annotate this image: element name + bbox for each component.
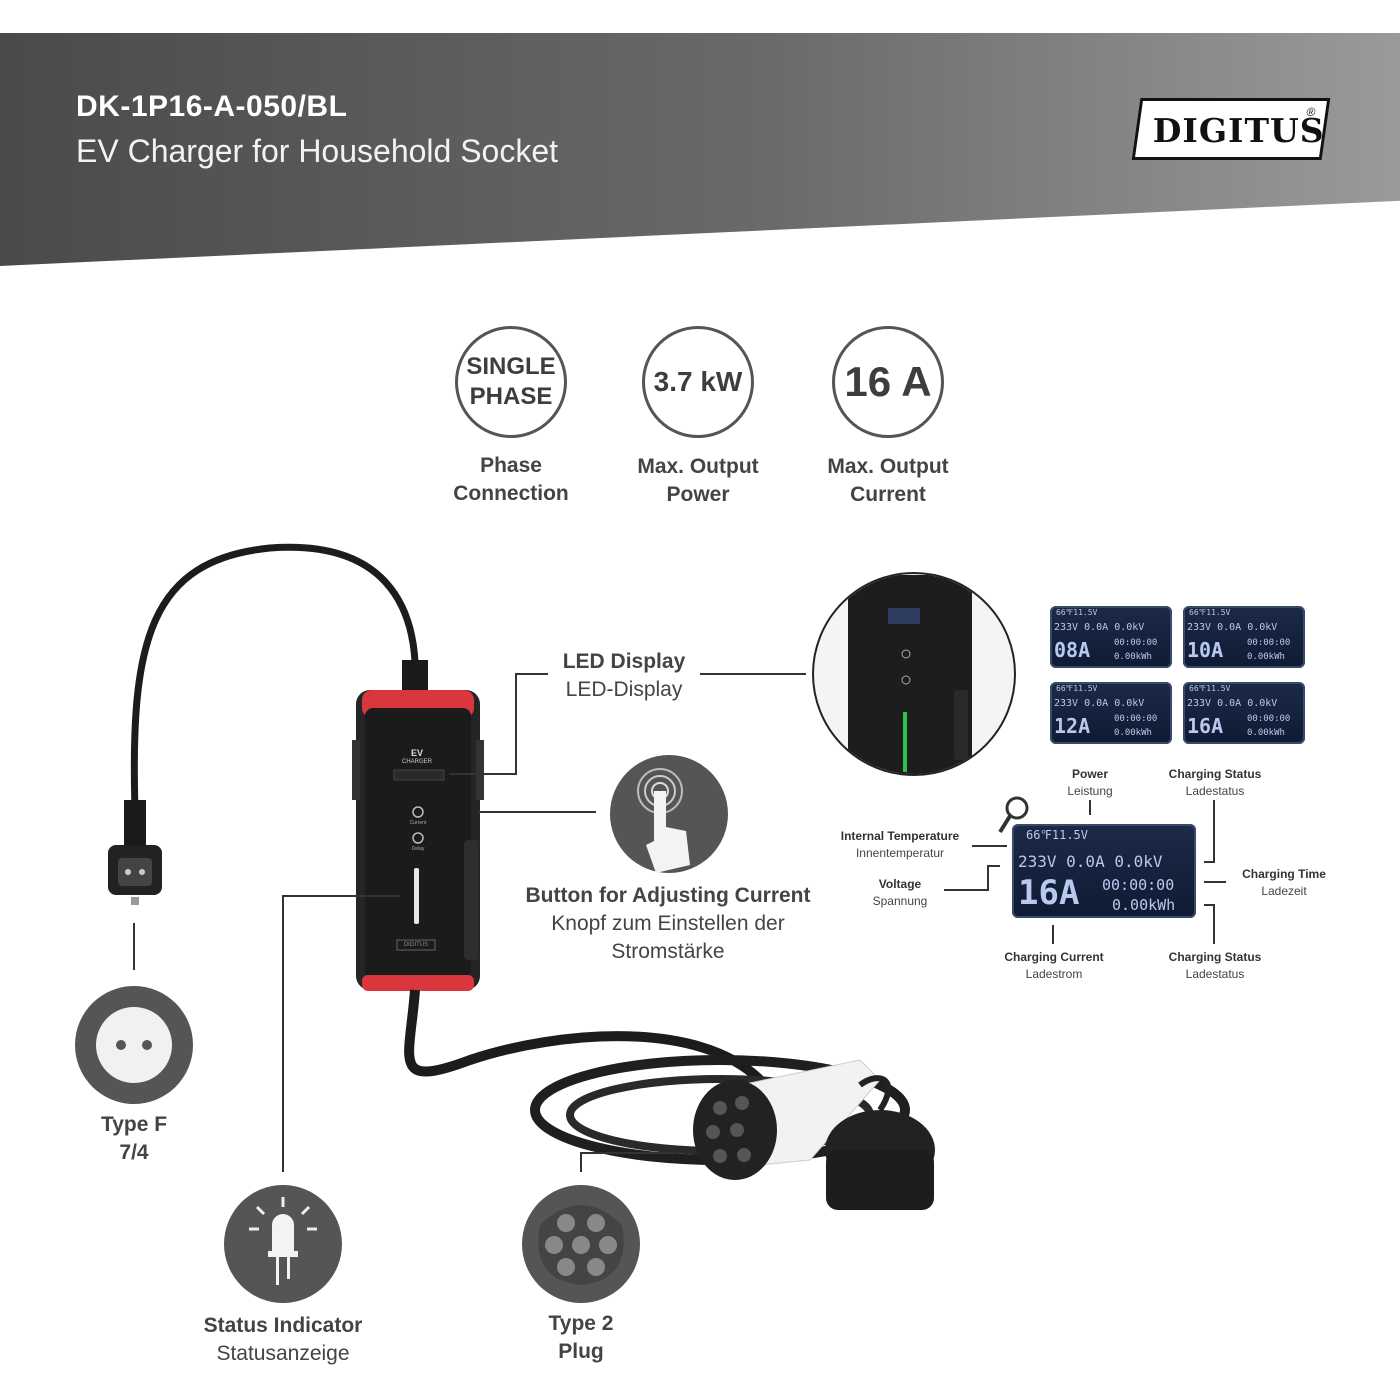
spec-current-circle: 16 A <box>832 326 944 438</box>
spec-current-value: 16 A <box>844 358 932 405</box>
type2-plug-icon <box>522 1185 640 1303</box>
lcd-big: 10A <box>1187 638 1224 662</box>
product-subtitle: EV Charger for Household Socket <box>76 133 559 169</box>
lcd-top: 66℉11.5V <box>1189 608 1231 617</box>
lcd-label-status-bottom: Charging Status <box>1168 950 1262 964</box>
lcd-row3: 0.00kWh <box>1114 652 1152 662</box>
device-subtitle: CHARGER <box>401 759 432 765</box>
lcd-screen-16a: 66℉11.5V 233V 0.0A 0.0kV 16A 00:00:00 0.… <box>1183 682 1305 744</box>
device-brand: DIGITUS <box>403 942 429 948</box>
led-display-callout-line <box>449 673 548 775</box>
device-title: EV <box>410 748 423 758</box>
lcd-label-current: Charging Current <box>1004 950 1104 964</box>
led-display-label-de: LED-Display <box>565 678 683 701</box>
device-btn-current: Current <box>409 820 427 826</box>
typef-label-2: 7/4 <box>119 1141 149 1164</box>
lcd-main-row2: 00:00:00 <box>1102 876 1175 894</box>
lcd-row1: 233V 0.0A 0.0kV <box>1054 622 1145 633</box>
spec-phase-line2: PHASE <box>469 383 553 410</box>
type2-label-1: Type 2 <box>548 1312 614 1335</box>
lcd-row3: 0.00kWh <box>1247 728 1285 738</box>
lcd-label-time: Charging Time <box>1242 867 1326 881</box>
spec-power-label-2: Power <box>666 483 730 506</box>
model-number: DK-1P16-A-050/BL <box>76 90 348 123</box>
lcd-row2: 00:00:00 <box>1114 714 1158 724</box>
supply-cable <box>130 543 419 811</box>
led-display-label: LED Display <box>562 650 686 673</box>
device-btn-delay: Delay <box>411 846 425 852</box>
plug-strain-relief <box>124 800 146 848</box>
lcd-row1: 233V 0.0A 0.0kV <box>1054 698 1145 709</box>
type2-label-2: Plug <box>558 1340 604 1363</box>
lcd-row2: 00:00:00 <box>1114 638 1158 648</box>
lcd-row2: 00:00:00 <box>1247 714 1291 724</box>
lcd-row2: 00:00:00 <box>1247 638 1291 648</box>
spec-phase-line1: SINGLE <box>466 353 556 380</box>
charger-status-led <box>414 868 419 924</box>
lcd-main-top: 66℉11.5V <box>1026 828 1088 842</box>
button-label-de-1: Knopf zum Einstellen der <box>551 912 785 935</box>
lcd-main-row1: 233V 0.0A 0.0kV <box>1018 852 1163 871</box>
button-label: Button for Adjusting Current <box>525 884 811 907</box>
lcd-main-screen: 66℉11.5V 233V 0.0A 0.0kV 16A 00:00:00 0.… <box>1012 824 1196 918</box>
spec-power-value: 3.7 kW <box>653 366 743 397</box>
spec-phase-label-1: Phase <box>480 454 542 477</box>
lcd-screen-12a: 66℉11.5V 233V 0.0A 0.0kV 12A 00:00:00 0.… <box>1050 682 1172 744</box>
lcd-label-status-bottom-de: Ladestatus <box>1185 967 1245 981</box>
lcd-big: 08A <box>1054 638 1091 662</box>
lcd-row3: 0.00kWh <box>1247 652 1285 662</box>
lcd-label-current-de: Ladestrom <box>1025 967 1083 981</box>
charger-bottom-cap <box>362 975 474 991</box>
lcd-label-status-top: Charging Status <box>1168 767 1262 781</box>
lcd-big: 16A <box>1187 714 1224 738</box>
lcd-label-voltage: Voltage <box>878 877 922 891</box>
lcd-top: 66℉11.5V <box>1056 608 1098 617</box>
status-label-de: Statusanzeige <box>216 1342 350 1365</box>
lcd-label-power-de: Leistung <box>1067 784 1113 798</box>
button-label-de-2: Stromstärke <box>611 940 725 963</box>
lcd-label-time-de: Ladezeit <box>1261 884 1307 898</box>
lcd-label-voltage-de: Spannung <box>872 894 928 908</box>
lcd-label-temp-de: Innentemperatur <box>855 846 945 860</box>
lcd-screen-10a: 66℉11.5V 233V 0.0A 0.0kV 10A 00:00:00 0.… <box>1183 606 1305 668</box>
socket-type-f-icon <box>75 986 193 1104</box>
status-led-icon <box>224 1185 342 1303</box>
magnifier-icon <box>1005 796 1029 820</box>
lcd-main-big: 16A <box>1018 873 1080 913</box>
lcd-top: 66℉11.5V <box>1189 684 1231 693</box>
lcd-big: 12A <box>1054 714 1091 738</box>
spec-power-circle: 3.7 kW <box>642 326 754 438</box>
spec-current-label-1: Max. Output <box>827 455 949 478</box>
spec-phase-label-2: Connection <box>453 482 569 505</box>
spec-phase-circle: SINGLE PHASE <box>455 326 567 438</box>
touch-icon <box>610 755 728 873</box>
spec-power-label-1: Max. Output <box>637 455 759 478</box>
lcd-label-status-top-de: Ladestatus <box>1185 784 1245 798</box>
lcd-row1: 233V 0.0A 0.0kV <box>1187 622 1278 633</box>
lcd-label-temp: Internal Temperature <box>840 829 960 843</box>
type2-callout-line <box>580 1152 676 1172</box>
status-label: Status Indicator <box>203 1314 363 1337</box>
typef-label-1: Type F <box>100 1113 168 1136</box>
lcd-top: 66℉11.5V <box>1056 684 1098 693</box>
lcd-row3: 0.00kWh <box>1114 728 1152 738</box>
status-callout-line <box>282 895 400 1172</box>
lcd-main-row3: 0.00kWh <box>1112 896 1176 914</box>
lcd-label-power: Power <box>1071 767 1108 781</box>
spec-current-label-2: Current <box>850 483 926 506</box>
lcd-screen-08a: 66℉11.5V 233V 0.0A 0.0kV 08A 00:00:00 0.… <box>1050 606 1172 668</box>
lcd-row1: 233V 0.0A 0.0kV <box>1187 698 1278 709</box>
